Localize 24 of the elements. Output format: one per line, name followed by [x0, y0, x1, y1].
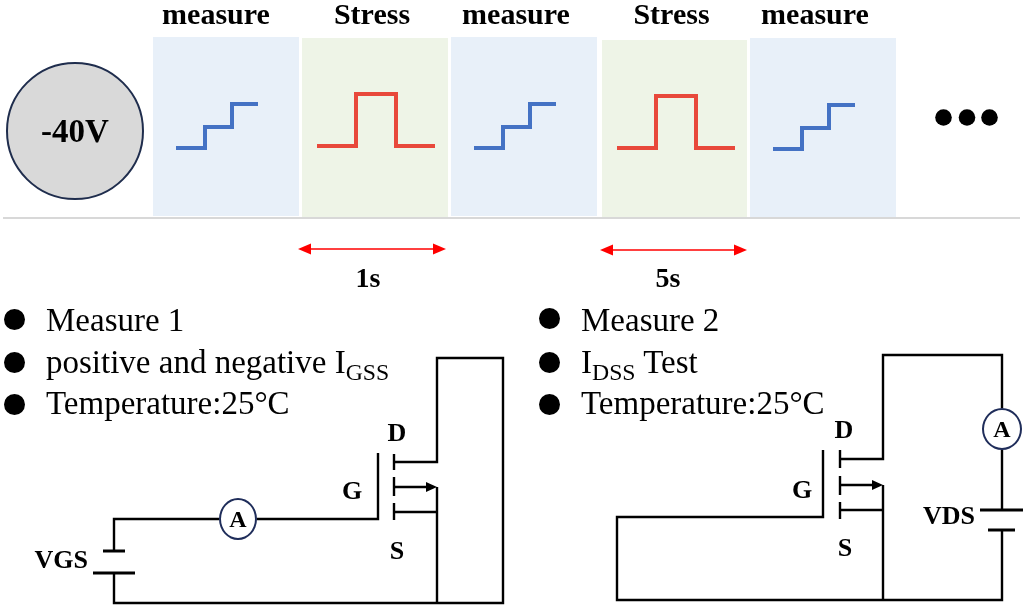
bullet-text: Temperature:25°C	[581, 384, 825, 423]
terminal-label: S	[837, 535, 853, 561]
terminal-label: G	[341, 478, 363, 504]
bullet-text: Measure 1	[46, 301, 185, 340]
terminal-label: D	[834, 417, 854, 443]
bullet-text: I$_{DSS}$ Test	[581, 343, 698, 383]
voltage-source-label: VGS	[34, 547, 88, 573]
bullet-text: Measure 2	[581, 301, 720, 340]
ammeter-symbol: A	[982, 408, 1022, 450]
ammeter-symbol: A	[219, 498, 257, 540]
terminal-label: G	[791, 477, 813, 503]
panel-heading: Stress	[633, 0, 710, 28]
panel-heading: Stress	[333, 0, 411, 28]
duration-label: 1s	[355, 264, 381, 292]
voltage-circle: -40V	[6, 62, 144, 200]
voltage-source-label: VDS	[923, 503, 975, 529]
terminal-label: S	[389, 538, 405, 564]
panel-heading: measure	[162, 0, 270, 28]
bullet-text: positive and negative I$_{GSS}$	[46, 343, 390, 383]
duration-label: 5s	[655, 264, 681, 292]
panel-heading: measure	[761, 0, 869, 28]
terminal-label: D	[387, 420, 407, 446]
panel-heading: measure	[462, 0, 570, 28]
bullet-text: Temperature:25°C	[46, 384, 290, 423]
